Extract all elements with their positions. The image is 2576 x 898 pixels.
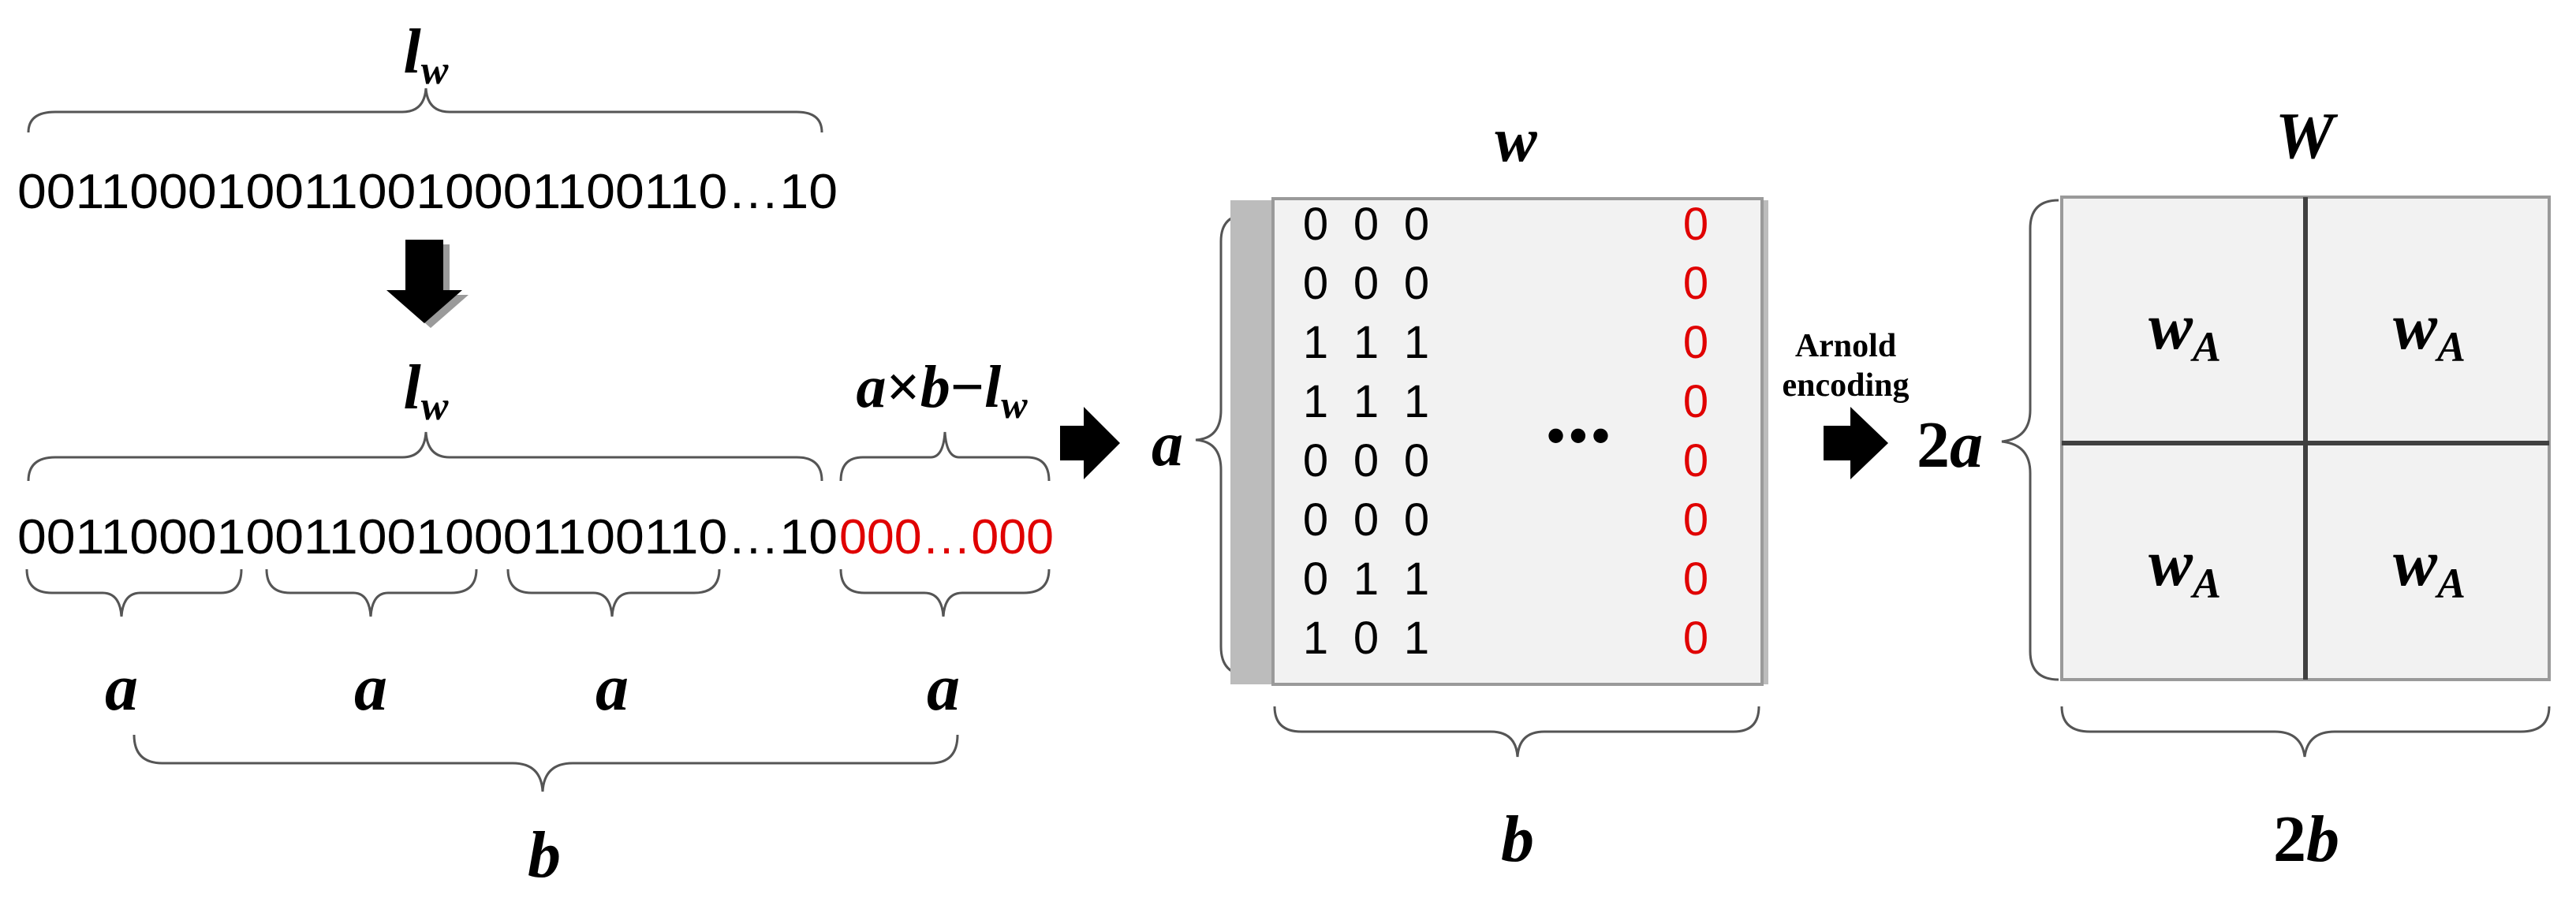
segment-label-3: a (595, 651, 629, 725)
right-arrow-icon (1060, 407, 1120, 479)
encoding-label-line1: Arnold (1795, 328, 1896, 364)
matrix-w (1271, 197, 1764, 686)
matrix-w-padding-cell: 0 (1683, 376, 1708, 427)
matrix-w-cell: 1 (1404, 317, 1429, 368)
matrix-w-cell: 1 (1404, 553, 1429, 605)
matrix-w-cell: 1 (1404, 376, 1429, 427)
matrix-w-ellipsis: ••• (1547, 407, 1614, 464)
block-label-bottom-right: wA (2393, 527, 2466, 607)
matrix-w-cell: 0 (1303, 553, 1328, 605)
matrix-w-padding-cell: 0 (1683, 613, 1708, 664)
segment-label-2: a (354, 651, 387, 725)
matrix-w-cell: 1 (1353, 376, 1379, 427)
matrix-w-cell: 0 (1353, 494, 1379, 546)
segment-brace-3 (506, 568, 721, 617)
matrix-w-cell: 0 (1303, 435, 1328, 486)
matrix-w-cell: 0 (1404, 258, 1429, 309)
bottom-bitstring: 0011000100110010001100110…10 (17, 510, 838, 565)
matrix-w-padding-cell: 0 (1683, 494, 1708, 546)
segment-brace-2 (265, 568, 478, 617)
segment-brace-4 (839, 568, 1051, 617)
matrix-w-cell: 0 (1353, 435, 1379, 486)
matrix-w-cell: 0 (1353, 199, 1379, 250)
total-brace (133, 734, 959, 792)
bottom-length-label: lw (404, 353, 449, 429)
matrix-w-cell: 0 (1404, 199, 1429, 250)
padding-length-label: a×b−lw (856, 354, 1028, 427)
block-label-bottom-left: wA (2149, 527, 2221, 607)
matrix-W-title: W (2275, 99, 2339, 173)
matrix-w-cell: 0 (1303, 199, 1328, 250)
matrix-w-padding-cell: 0 (1683, 553, 1708, 605)
total-label: b (528, 818, 561, 892)
matrix-w-cols-label: b (1501, 803, 1534, 876)
matrix-w-rows-label: a (1152, 410, 1183, 479)
matrix-w-cell: 1 (1353, 553, 1379, 605)
encoding-arrow-icon (1824, 407, 1888, 479)
top-length-label: lw (404, 17, 449, 93)
top-length-brace (27, 88, 823, 133)
matrix-w-padding-cell: 0 (1683, 317, 1708, 368)
segment-brace-1 (25, 568, 243, 617)
matrix-w-title: w (1495, 106, 1537, 175)
segment-label-4: a (927, 651, 960, 725)
matrix-W-cols-label: 2b (2273, 803, 2339, 876)
matrix-W-rows-brace (2001, 199, 2059, 681)
segment-label-1: a (105, 651, 138, 725)
matrix-w-cell: 0 (1353, 258, 1379, 309)
bottom-length-brace (27, 431, 823, 482)
matrix-W-cols-brace (2060, 706, 2551, 758)
matrix-w-cell: 1 (1303, 613, 1328, 664)
matrix-w-cell: 0 (1303, 494, 1328, 546)
padding-bits: 000…000 (839, 510, 1054, 565)
top-bitstring: 0011000100110010001100110…10 (17, 165, 838, 219)
matrix-w-padding-cell: 0 (1683, 435, 1708, 486)
matrix-W-rows-label: 2a (1917, 408, 1983, 482)
matrix-w-cell: 0 (1303, 258, 1328, 309)
block-label-top-right: wA (2393, 290, 2466, 371)
block-label-top-left: wA (2149, 290, 2221, 371)
matrix-w-cell: 1 (1404, 613, 1429, 664)
matrix-w-padding-cell: 0 (1683, 258, 1708, 309)
matrix-w-cell: 1 (1353, 317, 1379, 368)
matrix-w-padding-cell: 0 (1683, 199, 1708, 250)
matrix-w-rows-brace (1195, 213, 1249, 676)
encoding-label-line2: encoding (1782, 367, 1909, 404)
matrix-w-cols-brace (1273, 706, 1760, 758)
matrix-w-cell: 1 (1303, 376, 1328, 427)
matrix-w-cell: 0 (1404, 494, 1429, 546)
matrix-w-cell: 1 (1303, 317, 1328, 368)
matrix-w-cell: 0 (1404, 435, 1429, 486)
down-arrow-icon (386, 240, 469, 328)
padding-brace (839, 431, 1051, 482)
matrix-w-cell: 0 (1353, 613, 1379, 664)
